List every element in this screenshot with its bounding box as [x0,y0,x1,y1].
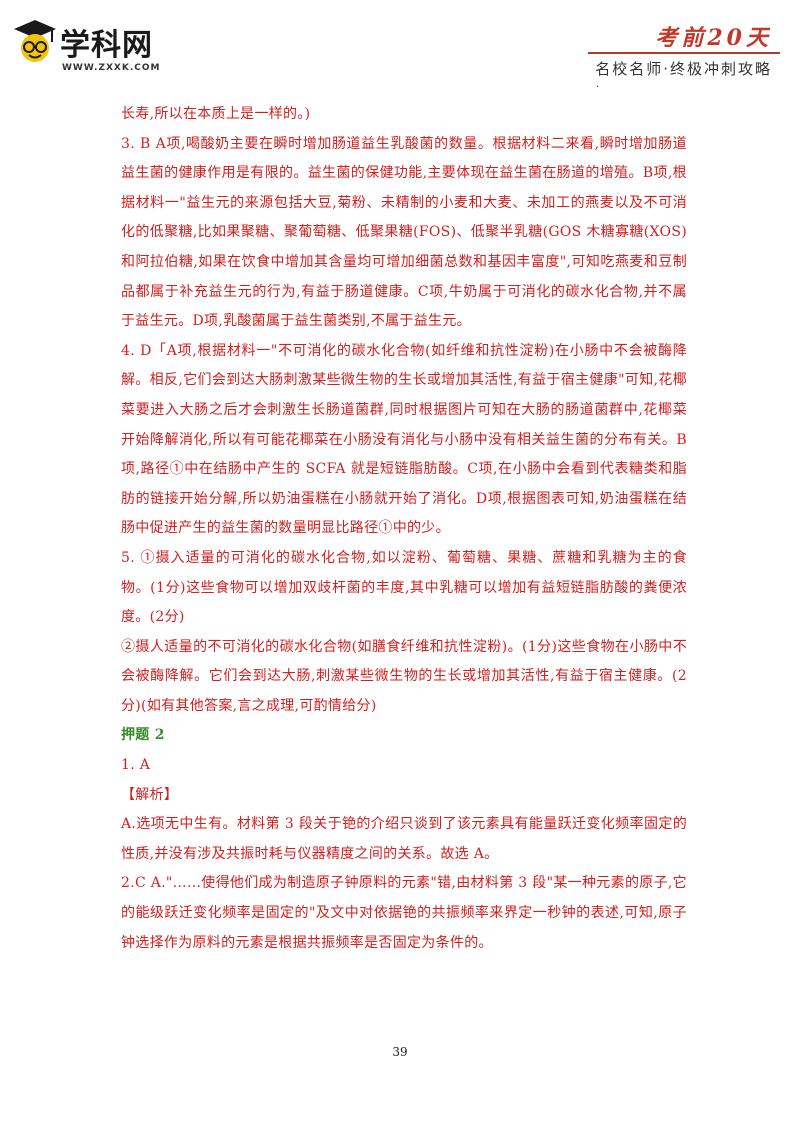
analysis-2: 2.C A."……使得他们成为制造原子钟原料的元素"错,由材料第 3 段"某一种… [121,875,687,951]
answer-5-part-1: 5. ①摄入适量的可消化的碳水化合物,如以淀粉、葡萄糖、果糖、蔗糖和乳糖为主的食… [121,549,687,626]
answer-content: 长寿,所以在本质上是一样的。) 3. B A项,喝酸奶主要在瞬时增加肠道益生乳酸… [121,100,687,958]
answer-3: 3. B A项,喝酸奶主要在瞬时增加肠道益生乳酸菌的数量。根据材料二来看,瞬时增… [121,135,687,330]
brand-divider [588,52,780,54]
page-number: 39 [392,1045,408,1059]
logo-url: WWW.ZXXK.COM [62,63,161,73]
brand-subtitle: 名校名师·终极冲刺攻略 [595,60,772,78]
logo-text: 学科网 [60,28,153,63]
graduate-logo-icon [14,20,56,62]
answer-4: 4. D「A项,根据材料一"不可消化的碳水化合物(如纤维和抗性淀粉)在小肠中不会… [121,342,687,537]
page-header: 学科网 WWW.ZXXK.COM 考前20天 名校名师·终极冲刺攻略 · [0,0,800,100]
brand-title: 考前20天 [655,25,772,51]
analysis-1: A.选项无中生有。材料第 3 段关于铯的介绍只谈到了该元素具有能量跃迁变化频率固… [121,816,687,862]
question-1-answer: 1. A [121,757,151,774]
brand-dot: · [596,82,600,93]
analysis-label: 【解析】 [121,786,179,803]
section-title: 押题 2 [121,727,165,744]
answer-5-part-2: ②摄人适量的不可消化的碳水化合物(如膳食纤维和抗性淀粉)。(1分)这些食物在小肠… [121,638,687,714]
paragraph-continuation: 长寿,所以在本质上是一样的。) [121,106,311,122]
